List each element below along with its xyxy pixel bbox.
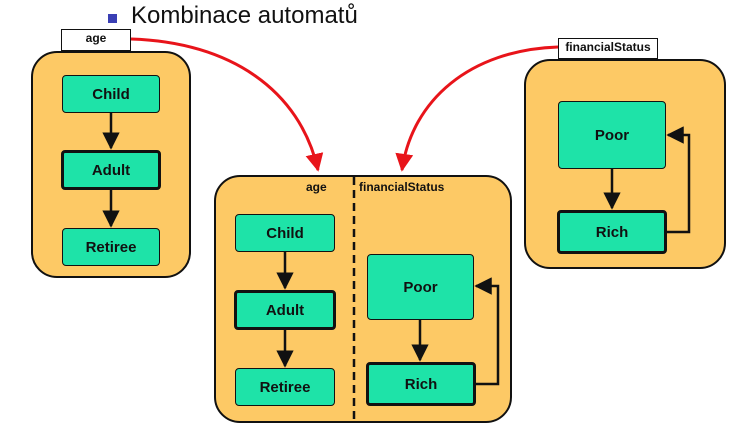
combined-state-retiree: Retiree [235,368,335,406]
slide-heading: Kombinace automatů [108,2,358,30]
financial-status-tag: financialStatus [558,38,658,59]
heading-text: Kombinace automatů [131,2,358,29]
combined-state-child: Child [235,214,335,252]
combined-state-rich: Rich [366,362,476,406]
age-tag: age [61,29,131,51]
state-rich: Rich [557,210,667,254]
bullet-icon [108,13,117,23]
combined-age-label: age [306,180,327,194]
age-mapping-arrow [130,37,324,172]
state-adult: Adult [61,150,161,190]
transition-rich-to-poor [666,126,691,234]
combined-state-poor: Poor [367,254,474,320]
combined-financial-label: financialStatus [359,180,445,194]
combined-transition-rich-to-poor [474,277,500,386]
state-child: Child [62,75,160,113]
combined-state-adult: Adult [234,290,336,330]
state-retiree: Retiree [62,228,160,266]
state-poor: Poor [558,101,666,169]
financial-mapping-arrow [395,45,559,172]
